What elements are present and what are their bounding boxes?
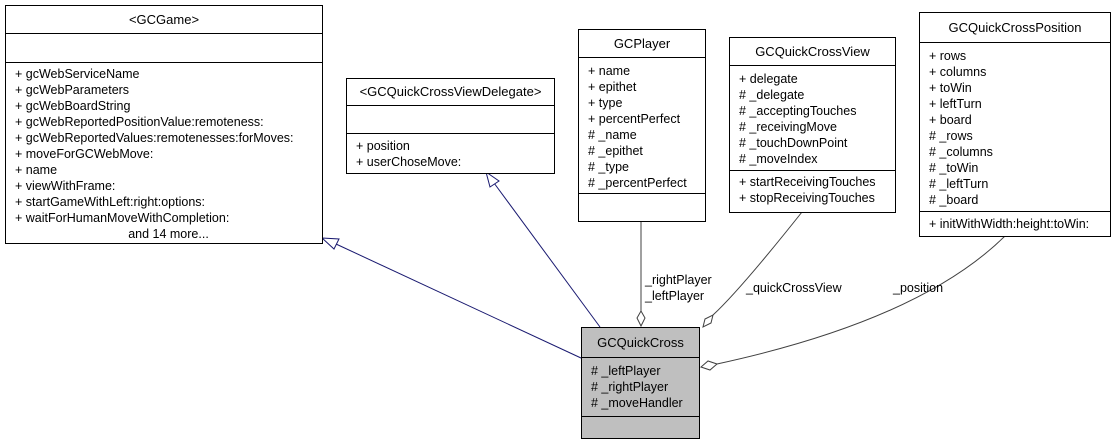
association-edge-player	[636, 222, 646, 328]
method-item: + gcWebServiceName	[15, 67, 140, 81]
class-gcquickcross: GCQuickCross # _leftPlayer # _rightPlaye…	[581, 327, 700, 439]
attribute-item: + rows	[929, 49, 967, 63]
edge-label-right-player: _rightPlayer	[644, 273, 712, 287]
class-gcquickcrossview: GCQuickCrossView + delegate # _delegate …	[729, 37, 896, 213]
class-gcplayer: GCPlayer + name + epithet + type + perce…	[578, 29, 706, 222]
attribute-item: + board	[929, 113, 972, 127]
method-item: + gcWebBoardString	[15, 99, 131, 113]
more-methods-note: and 14 more...	[128, 227, 209, 241]
attribute-item: + leftTurn	[929, 97, 982, 111]
class-title: <GCQuickCrossViewDelegate>	[347, 79, 554, 106]
method-item: + waitForHumanMoveWithCompletion:	[15, 211, 230, 225]
attribute-item: # _acceptingTouches	[739, 104, 857, 118]
class-title: GCQuickCross	[582, 328, 699, 358]
attribute-item: + toWin	[929, 81, 972, 95]
method-item: + gcWebReportedPositionValue:remoteness:	[15, 115, 264, 129]
class-title: GCQuickCrossPosition	[920, 13, 1110, 43]
attribute-item: # _columns	[929, 145, 993, 159]
attribute-item: # _rows	[929, 129, 973, 143]
attribute-item: # _type	[588, 160, 630, 174]
class-gcquickcrossviewdelegate: <GCQuickCrossViewDelegate> + position + …	[346, 78, 555, 174]
method-item: + gcWebReportedValues:remotenesses:forMo…	[15, 131, 294, 145]
attribute-item: # _touchDownPoint	[739, 136, 848, 150]
inheritance-edge-gcgame	[320, 237, 582, 359]
attribute-item: # _moveHandler	[591, 396, 683, 410]
class-gcgame: <GCGame> + gcWebServiceName + gcWebParam…	[5, 5, 323, 244]
attribute-item: # _percentPerfect	[588, 176, 687, 190]
attribute-item: + type	[588, 96, 623, 110]
class-attributes: + rows + columns + toWin + leftTurn + bo…	[920, 43, 1110, 212]
class-title: <GCGame>	[6, 6, 322, 34]
class-attributes: + name + epithet + type + percentPerfect…	[579, 58, 705, 194]
attribute-item: # _delegate	[739, 88, 805, 102]
attribute-item: # _toWin	[929, 161, 979, 175]
method-item: + gcWebParameters	[15, 83, 130, 97]
attribute-item: # _rightPlayer	[591, 380, 669, 394]
class-title: GCPlayer	[579, 30, 705, 58]
class-attributes	[347, 106, 554, 134]
association-edge-position	[700, 235, 1006, 371]
attribute-item: # _epithet	[588, 144, 643, 158]
edge-label-quickcross-view: _quickCrossView	[745, 281, 843, 295]
method-item: + name	[15, 163, 58, 177]
class-methods: + position + userChoseMove:	[347, 134, 554, 170]
method-item: + position	[356, 139, 410, 153]
class-attributes	[6, 34, 322, 63]
attribute-item: # _name	[588, 128, 637, 142]
attribute-item: + name	[588, 64, 631, 78]
class-attributes: # _leftPlayer # _rightPlayer # _moveHand…	[582, 358, 699, 417]
association-edge-view	[702, 211, 803, 328]
method-item: + initWithWidth:height:toWin:	[929, 217, 1090, 231]
method-item: + stopReceivingTouches	[739, 191, 875, 205]
attribute-item: # _moveIndex	[739, 152, 818, 166]
method-item: + moveForGCWebMove:	[15, 147, 154, 161]
class-attributes: + delegate # _delegate # _acceptingTouch…	[730, 66, 895, 171]
method-item: + userChoseMove:	[356, 155, 462, 169]
attribute-item: + delegate	[739, 72, 798, 86]
attribute-item: + percentPerfect	[588, 112, 681, 126]
method-item: + startGameWithLeft:right:options:	[15, 195, 206, 209]
attribute-item: + epithet	[588, 80, 637, 94]
attribute-item: + columns	[929, 65, 987, 79]
method-item: + viewWithFrame:	[15, 179, 116, 193]
method-item: + startReceivingTouches	[739, 175, 876, 189]
edge-label-position: _position	[892, 281, 943, 295]
class-methods: + initWithWidth:height:toWin:	[920, 212, 1110, 232]
attribute-item: # _leftPlayer	[591, 364, 661, 378]
attribute-item: # _board	[929, 193, 979, 207]
class-gcquickcrossposition: GCQuickCrossPosition + rows + columns + …	[919, 12, 1111, 237]
class-title: GCQuickCrossView	[730, 38, 895, 66]
class-methods: + gcWebServiceName + gcWebParameters + g…	[6, 63, 322, 242]
edge-label-left-player: _leftPlayer	[644, 289, 704, 303]
attribute-item: # _leftTurn	[929, 177, 989, 191]
attribute-item: # _receivingMove	[739, 120, 837, 134]
inheritance-edge-delegate	[485, 170, 601, 328]
class-methods: + startReceivingTouches + stopReceivingT…	[730, 171, 895, 206]
